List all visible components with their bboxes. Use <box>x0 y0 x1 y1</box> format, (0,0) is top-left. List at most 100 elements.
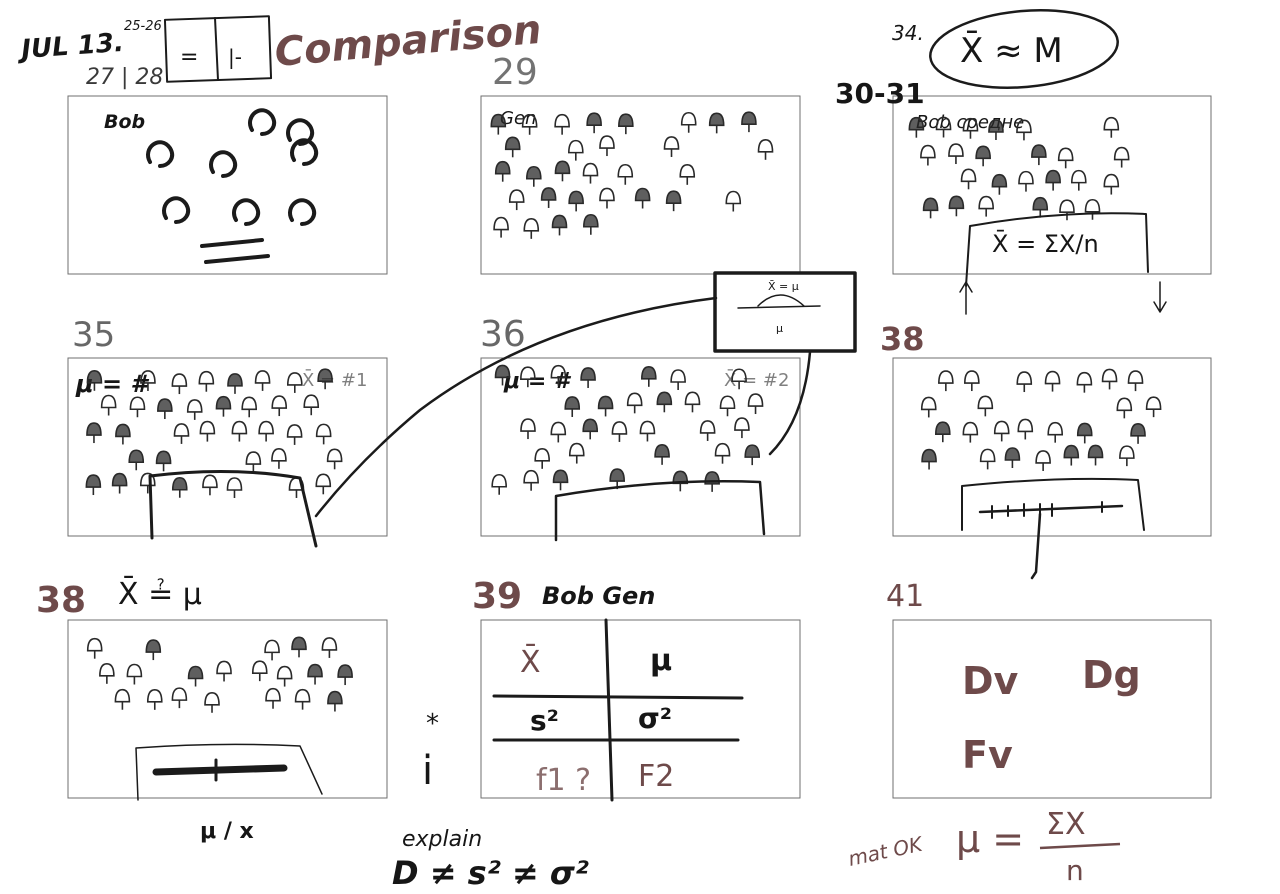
tree-icon <box>609 468 625 490</box>
table-cell-f1: f1 ? <box>536 763 591 798</box>
tree-icon <box>337 664 353 686</box>
tree-icon <box>1087 444 1104 466</box>
panel-2-number: 29 <box>492 52 538 93</box>
tree-icon <box>303 394 320 416</box>
panel-7-number: 38 <box>36 580 86 621</box>
tree-icon <box>111 472 128 494</box>
tree-icon <box>307 663 323 685</box>
table-cell-s2: s² <box>530 704 559 737</box>
callout-bottom: μ <box>776 322 783 335</box>
tree-icon <box>1070 169 1087 191</box>
tree-icon <box>1035 450 1051 471</box>
tree-icon <box>1018 170 1034 192</box>
table-cell-mu: μ <box>650 643 672 678</box>
tree-icon <box>187 665 204 687</box>
tree-icon <box>199 420 216 442</box>
tree-icon <box>140 370 156 391</box>
tree-icon <box>508 189 525 211</box>
tree-icon <box>254 370 271 391</box>
tree-icon <box>251 660 268 682</box>
tree-icon <box>964 370 980 392</box>
tree-icon <box>231 420 248 442</box>
tree-icon <box>540 187 557 208</box>
tree-icon <box>294 688 311 710</box>
tree-icon <box>663 136 680 157</box>
tree-icon <box>145 639 162 661</box>
tree-icon <box>1031 144 1047 166</box>
panel-6-sample-box <box>961 477 1145 531</box>
callout-connector-right <box>768 350 812 456</box>
header-card-dash: |- <box>228 45 242 69</box>
tree-icon <box>938 370 954 392</box>
tree-icon <box>491 473 507 495</box>
top-right-formula: X̄ ≈ M <box>960 30 1063 71</box>
tree-icon <box>978 195 994 217</box>
panel-9-number: 41 <box>886 579 924 614</box>
tree-icon <box>99 663 115 684</box>
panel-7-frame <box>67 619 388 799</box>
tree-icon <box>1076 371 1093 393</box>
tree-icon <box>493 216 509 238</box>
tree-icon <box>564 396 581 417</box>
date-label: JUL 13. <box>15 28 124 65</box>
tree-icon <box>597 395 614 417</box>
tree-icon <box>665 190 682 212</box>
tree-icon <box>1016 371 1033 393</box>
tree-icon <box>146 689 163 710</box>
tree-icon <box>171 476 188 498</box>
tree-icon <box>1045 169 1061 191</box>
tree-icon <box>86 637 103 659</box>
panel-7-caption: X̄ ≟ μ <box>118 576 202 612</box>
tree-icon <box>908 116 925 138</box>
tree-icon <box>634 187 651 209</box>
top-right-number: 34. <box>892 21 924 45</box>
tree-icon <box>725 190 742 212</box>
panel-4-sample-box <box>148 469 318 548</box>
tree-icon <box>960 168 977 190</box>
tree-icon <box>128 449 145 471</box>
panel-5-sample-box <box>554 480 766 542</box>
tree-icon <box>568 190 584 212</box>
tree-icon <box>617 163 634 185</box>
tree-icon <box>552 469 569 491</box>
tree-icon <box>139 472 156 494</box>
mat-formula-left: μ = <box>956 817 1024 861</box>
tree-icon <box>326 448 343 470</box>
panel-1-figures <box>146 108 319 264</box>
tree-icon <box>1103 173 1120 195</box>
tree-icon <box>327 690 343 712</box>
panel-9-frame <box>892 619 1212 799</box>
tree-icon <box>708 112 725 134</box>
tree-icon <box>1076 422 1093 444</box>
tree-icon <box>271 395 288 417</box>
tree-icon <box>948 195 965 217</box>
tree-icon <box>126 663 143 685</box>
tree-icon <box>618 113 634 135</box>
tree-icon <box>586 112 602 134</box>
panel-4-number: 35 <box>72 315 115 355</box>
mat-label: mat OK <box>846 831 926 870</box>
tree-icon <box>582 418 599 440</box>
panel-6-number: 38 <box>880 320 925 358</box>
panel-5-caption: μ = # <box>503 369 572 394</box>
tree-icon <box>719 395 736 417</box>
tree-icon <box>85 474 102 496</box>
tree-icon <box>520 418 536 440</box>
tree-icon <box>583 213 599 235</box>
tree-icon <box>226 477 243 499</box>
tree-icon <box>1063 444 1080 466</box>
tree-icon <box>100 394 117 416</box>
tree-icon <box>975 145 991 167</box>
tree-icon <box>1103 116 1120 138</box>
tree-icon <box>656 391 673 413</box>
up-arrow-icon <box>959 281 973 315</box>
tree-icon <box>935 116 952 138</box>
tree-icon <box>264 639 280 661</box>
table-cell-xbar: X̄ <box>520 644 541 680</box>
mat-formula-den: n <box>1066 854 1084 887</box>
panel-7-axis <box>152 764 288 776</box>
tree-icon <box>1101 368 1118 390</box>
tree-icon <box>286 424 303 445</box>
tree-icon <box>599 135 615 157</box>
tree-icon <box>315 473 332 495</box>
